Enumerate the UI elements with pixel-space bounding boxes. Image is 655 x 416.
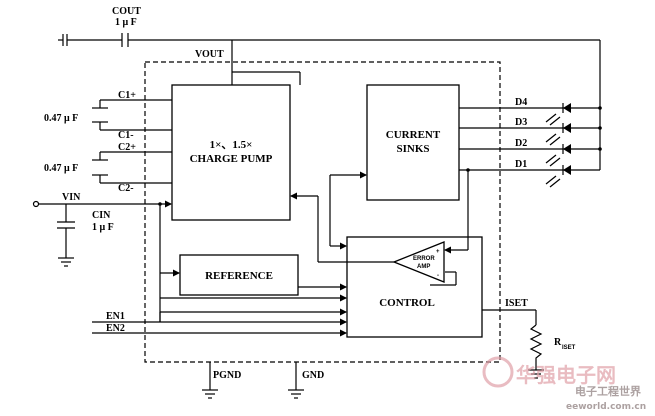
pgnd-label: PGND	[213, 370, 241, 381]
current-sinks-label-1: CURRENT	[386, 129, 441, 141]
cap2-value-label: 0.47 μ F	[44, 163, 78, 174]
reference-block	[179, 254, 299, 296]
error-amp	[392, 241, 445, 283]
c2-plus-label: C2+	[118, 142, 136, 153]
cout-label: COUT	[112, 6, 141, 17]
cin-label: CIN	[92, 210, 111, 221]
vin-label: VIN	[62, 192, 81, 203]
current-sinks-block	[366, 84, 460, 201]
charge-pump-label-2: CHARGE PUMP	[190, 153, 273, 165]
riset-sub-label: ISET	[562, 345, 576, 351]
gnd-label: GND	[302, 370, 324, 381]
c1-minus-label: C1-	[118, 130, 134, 141]
charge-pump-block	[171, 84, 291, 221]
vin-terminal	[32, 200, 40, 208]
c1-capacitor	[92, 99, 172, 131]
d4-label: D4	[515, 97, 527, 108]
d1-label: D1	[515, 159, 527, 170]
watermark: 华强电子网 电子工程世界 eeworld.com.cn	[482, 356, 646, 412]
reference-label: REFERENCE	[205, 270, 273, 282]
c2-minus-label: C2-	[118, 183, 134, 194]
control-block	[346, 236, 483, 338]
cin-capacitor	[57, 204, 75, 267]
d2-label: D2	[515, 138, 527, 149]
en1-label: EN1	[106, 311, 125, 322]
iset-label: ISET	[505, 298, 528, 309]
vout-label: VOUT	[195, 49, 224, 60]
watermark-title: 电子工程世界	[575, 384, 641, 398]
current-sinks-label-2: SINKS	[396, 143, 429, 155]
riset-label: R	[554, 337, 562, 348]
svg-text:+: +	[436, 249, 440, 255]
control-label: CONTROL	[379, 297, 435, 309]
charge-pump-label-1: 1×、1.5×	[210, 139, 253, 151]
en2-label: EN2	[106, 323, 125, 334]
svg-text:-: -	[437, 273, 439, 279]
cin-value-label: 1 μ F	[92, 222, 114, 233]
cout-value-label: 1 μ F	[115, 17, 137, 28]
error-amp-label-1: ERROR	[413, 256, 435, 262]
c2-capacitor	[92, 151, 172, 184]
cap1-value-label: 0.47 μ F	[44, 113, 78, 124]
error-amp-label-2: AMP	[417, 264, 430, 270]
cout-capacitor	[58, 33, 600, 47]
watermark-brand: 华强电子网	[516, 363, 616, 387]
c1-plus-label: C1+	[118, 90, 136, 101]
watermark-site: eeworld.com.cn	[566, 402, 646, 412]
d3-label: D3	[515, 117, 527, 128]
led-channels	[459, 103, 602, 188]
riset-resistor	[529, 324, 543, 370]
ic-boundary	[144, 61, 501, 363]
